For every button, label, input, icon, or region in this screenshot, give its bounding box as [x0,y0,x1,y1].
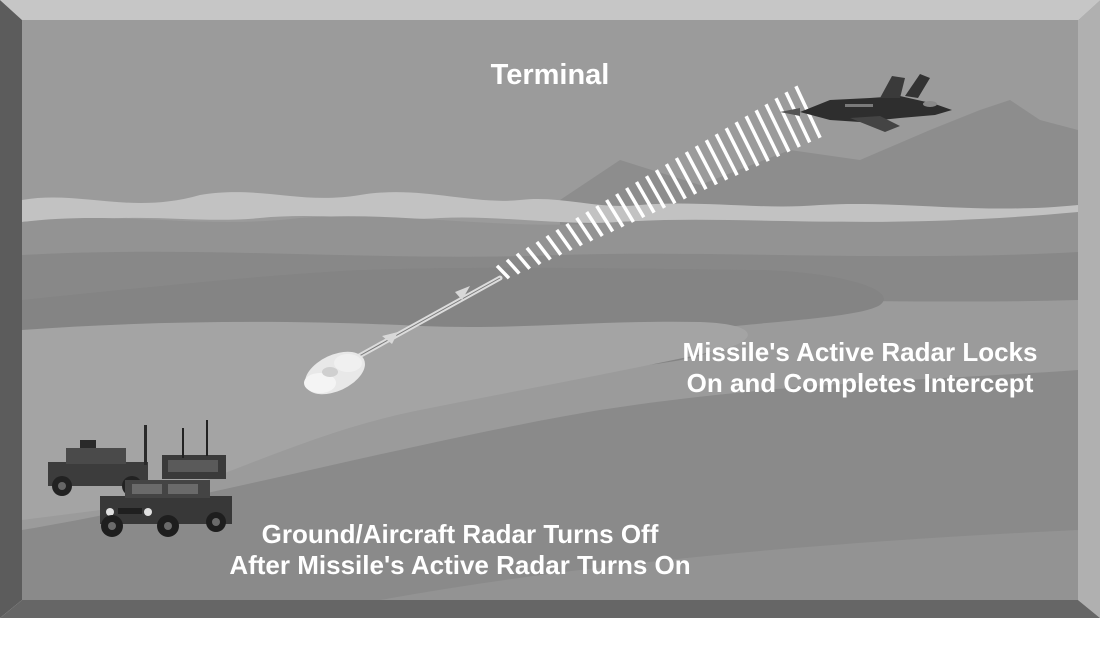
beam-stripe [704,139,729,181]
beam-stripe [714,133,739,176]
beam-stripe [605,199,625,228]
beam-stripe [595,205,615,233]
beam-stripe [684,151,708,191]
beam-stripe [555,228,573,252]
beam-stripe [625,187,646,219]
beam-stripe [634,181,656,214]
ground-caption-line-1: Ground/Aircraft Radar Turns Off [261,519,659,549]
beam-stripe [784,91,812,144]
beam-stripe [585,211,604,237]
beam-stripe [734,121,760,167]
fighter-jet-icon [780,74,952,132]
missile-caption-line-2: On and Completes Intercept [686,368,1034,398]
ground-caption-line-2: After Missile's Active Radar Turns On [229,550,691,580]
beam-stripe [664,163,687,200]
ground-caption: Ground/Aircraft Radar Turns Off After Mi… [190,519,730,581]
beam-stripe [525,246,542,266]
beam-stripe [774,97,801,148]
beam-stripe [575,216,594,242]
beam-stripe [565,222,583,247]
beam-stripe [545,234,563,256]
beam-stripe [764,103,791,153]
beam-stripe [644,175,667,209]
beam-stripe [724,127,750,172]
beam-stripe [515,252,532,270]
exhaust-smoke-icon [304,351,365,395]
beam-stripe [505,258,521,275]
radar-humvee-front-icon [100,420,232,537]
radar-humvee-rear-icon [48,425,148,496]
active-radar-beam [495,85,822,280]
beveled-frame [0,0,1100,618]
phase-title: Terminal [490,59,610,91]
missile-caption-line-1: Missile's Active Radar Locks [682,337,1038,367]
beam-stripe [654,169,677,205]
beam-stripe [615,193,635,223]
missile-icon [349,275,503,363]
beam-stripe [535,240,552,261]
beam-stripe [744,115,770,162]
beam-stripe [674,157,698,195]
beam-stripe [754,109,781,158]
beam-stripe [694,145,718,186]
missile-caption: Missile's Active Radar Locks On and Comp… [640,337,1080,399]
beam-stripe [495,264,511,280]
